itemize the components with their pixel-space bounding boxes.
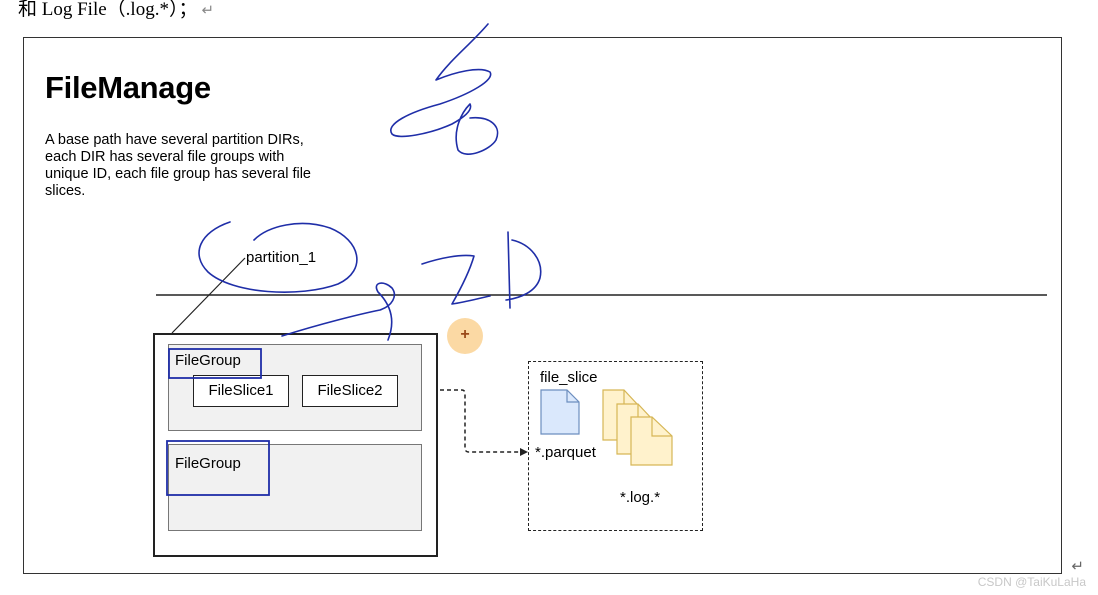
file-slice-container [528,361,703,531]
document-text: 和 Log File（.log.*）； [18,0,198,20]
file-group-2-label: FileGroup [175,455,241,472]
return-mark-icon-bottom: ↵ [1071,558,1084,575]
parquet-file-icon [540,389,580,435]
document-top-text: 和 Log File（.log.*）；↵ [18,0,214,21]
scribble-partition-circle [198,221,358,293]
slice-arrow-head [520,448,528,456]
diagram-description: A base path have several partition DIRs,… [45,132,311,199]
add-button[interactable]: + [447,318,483,354]
parquet-label: *.parquet [535,444,596,461]
log-label: *.log.* [620,489,661,506]
annotation-box-filegroup-2 [166,440,270,496]
scribble-top [390,23,499,155]
watermark: CSDN @TaiKuLaHa [977,575,1086,589]
file-slice-1: FileSlice1 [193,375,289,407]
annotation-box-filegroup-1 [168,348,262,379]
file-group-1-label: FileGroup [175,352,241,369]
return-mark-icon: ↵ [201,3,215,19]
file-slice-2: FileSlice2 [302,375,398,407]
file-slice-label: file_slice [540,369,598,386]
partition-label: partition_1 [246,249,317,266]
diagram-title: FileManage [45,70,211,105]
file-group-2-box [168,444,422,531]
scribble-chars [421,231,542,309]
log-files-icon [602,389,673,466]
scribble-arrow [281,282,396,341]
slice-arrow [398,389,526,453]
partition-connector [171,257,246,334]
